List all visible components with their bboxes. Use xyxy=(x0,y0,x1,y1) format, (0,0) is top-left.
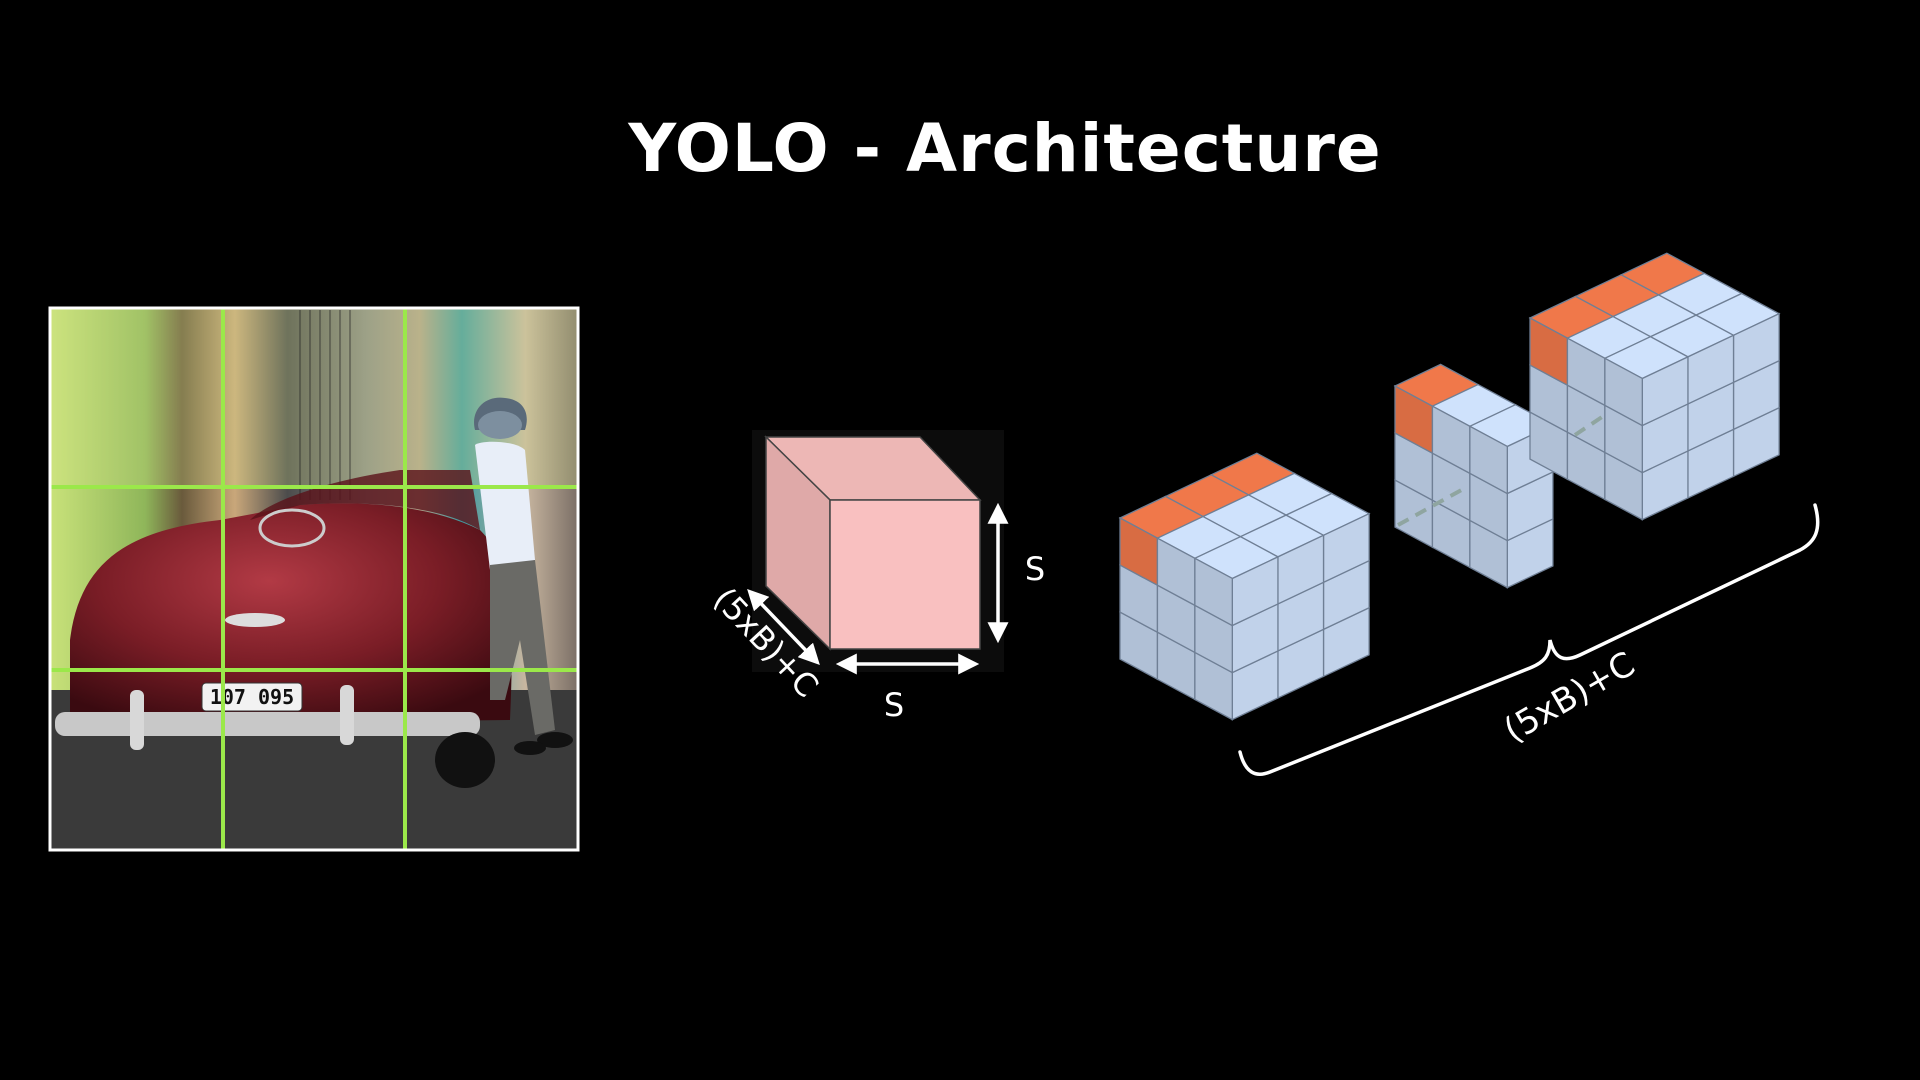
tensor-width-label: S xyxy=(884,686,904,724)
car-bumper xyxy=(55,712,480,736)
person xyxy=(474,397,573,755)
cube-left xyxy=(1469,425,1508,495)
output-tensor: S S (5xB)+C xyxy=(706,430,1045,724)
grid-photo: 107 095 xyxy=(48,306,580,852)
tensor-height-label: S xyxy=(1025,550,1045,588)
cube-left xyxy=(1194,557,1233,627)
grid-lines xyxy=(50,308,578,850)
page-title: YOLO - Architecture xyxy=(628,110,1382,187)
cell-vector-blocks xyxy=(1118,252,1781,721)
vector-brace xyxy=(1238,503,1820,776)
depth-arrow xyxy=(747,588,820,666)
cube-left xyxy=(1604,357,1643,427)
connector-dash-1 xyxy=(1397,486,1466,527)
vector-depth-label: (5xB)+C xyxy=(1497,644,1642,751)
tensor-front-face xyxy=(829,499,981,650)
license-plate xyxy=(201,682,303,712)
photo-border xyxy=(48,306,580,852)
connector-dash-2 xyxy=(1573,413,1607,437)
